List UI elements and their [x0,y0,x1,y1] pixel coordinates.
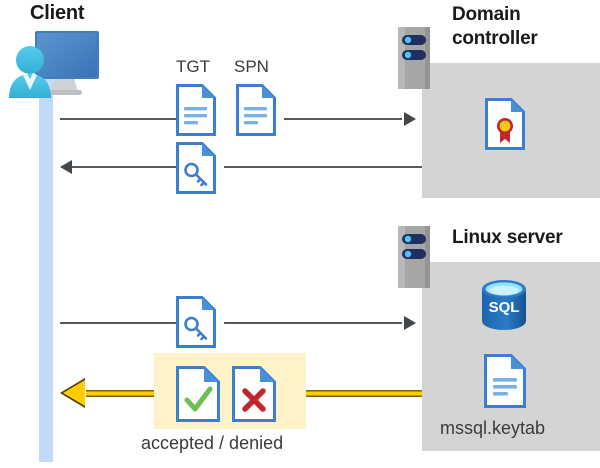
domain-controller-title: Domain controller [452,3,600,51]
message-1-line-right [284,118,402,120]
message-1-line-left [60,118,178,120]
linux-server-tower-icon [398,226,434,288]
keytab-document-icon [484,354,526,408]
dc-title-line2: controller [452,28,538,49]
sql-icon-text: SQL [489,299,520,316]
tgt-document-icon [176,84,216,136]
linux-server-title: Linux server [452,227,563,248]
message-2-line-right [224,166,422,168]
dc-title-line1: Domain [452,4,521,25]
message-3-line-left [60,322,178,324]
message-4-arrowhead [63,380,85,406]
domain-controller-server-tower-icon [398,27,434,89]
service-ticket-document-key-icon-2 [176,296,216,348]
verdict-label: accepted / denied [141,433,284,453]
spn-document-icon [236,84,276,136]
tgt-caption: TGT [176,57,210,76]
message-4-yellow-line-left [86,390,154,397]
message-3-arrowhead [404,316,416,330]
accepted-document-check-icon [176,366,220,422]
certificate-document-icon [485,98,525,150]
message-3-line-right [224,322,402,324]
sql-database-icon: SQL [478,278,530,332]
service-ticket-document-key-icon-1 [176,142,216,194]
client-lifeline [39,72,53,462]
client-workstation-icon [6,24,102,98]
message-2-line-left [72,166,178,168]
keytab-label: mssql.keytab [440,418,546,438]
message-1-arrowhead [404,112,416,126]
spn-caption: SPN [234,57,269,76]
client-title: Client [30,2,85,24]
message-2-arrowhead [60,160,72,174]
message-4-yellow-line-right [306,390,422,397]
denied-document-cross-icon [232,366,276,422]
